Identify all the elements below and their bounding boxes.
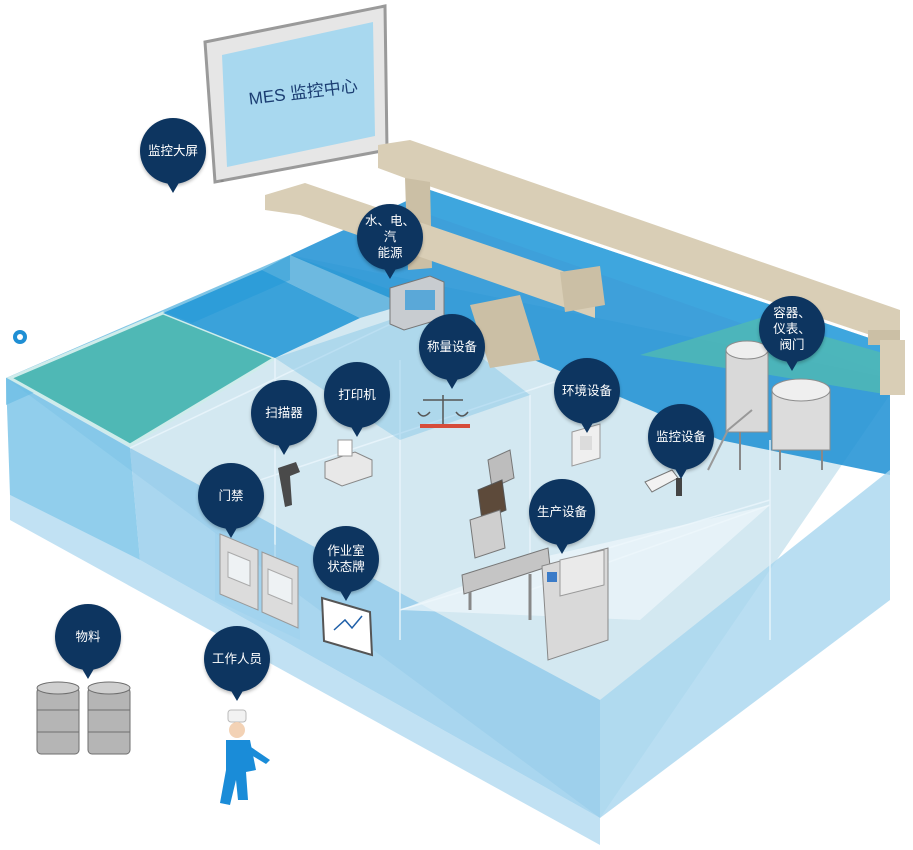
label-status-board-text: 作业室 状态牌 [327, 543, 365, 574]
label-containers: 容器、 仪表、 阀门 [759, 296, 825, 371]
double-door [219, 533, 299, 629]
label-worker-text: 工作人员 [211, 651, 262, 666]
worker-figure [220, 709, 270, 805]
label-status-board: 作业室 状态牌 [313, 526, 379, 601]
label-environment-text: 环境设备 [561, 383, 612, 398]
label-monitor-screen-text: 监控大屏 [147, 143, 198, 158]
label-materials: 物料 [55, 604, 121, 679]
printer [324, 439, 373, 487]
right-front-wall [600, 470, 890, 818]
label-printer-text: 打印机 [338, 387, 376, 402]
label-scanner: 扫描器 [251, 380, 317, 455]
mid-ceiling-blue [262, 255, 420, 318]
environment-panel [571, 423, 601, 467]
label-worker: 工作人员 [204, 626, 270, 701]
monitor-screen [203, 4, 389, 184]
label-printer: 打印机 [324, 362, 390, 437]
material-barrels [36, 681, 131, 755]
storage-tanks [707, 340, 831, 471]
production-machine [461, 449, 609, 661]
label-production-text: 生产设备 [536, 504, 587, 519]
left-outer-wall [6, 378, 140, 560]
label-containers-text: 容器、 仪表、 阀门 [773, 305, 811, 352]
label-materials-text: 物料 [75, 629, 101, 644]
label-energy: 水、电、汽 能源 [357, 204, 423, 279]
label-monitor-screen: 监控大屏 [140, 118, 206, 193]
air-duct [265, 140, 905, 395]
label-scanner-text: 扫描器 [265, 405, 303, 420]
energy-cabinet [389, 275, 445, 331]
gear-icon [13, 330, 27, 344]
label-energy-text: 水、电、汽 能源 [364, 213, 415, 260]
left-ceiling-blue [163, 270, 360, 358]
label-production: 生产设备 [529, 479, 595, 554]
front-left-wall [10, 495, 600, 845]
label-access-text: 门禁 [218, 488, 244, 503]
partition-wall-mid [275, 310, 530, 440]
label-environment: 环境设备 [554, 358, 620, 433]
label-weighing-text: 称量设备 [426, 339, 477, 354]
weighing-scale [417, 395, 470, 428]
label-weighing: 称量设备 [419, 314, 485, 389]
status-board-panel [320, 596, 374, 657]
label-surveillance-text: 监控设备 [655, 429, 706, 444]
barcode-scanner [278, 462, 300, 507]
label-access: 门禁 [198, 463, 264, 538]
label-surveillance: 监控设备 [648, 404, 714, 479]
